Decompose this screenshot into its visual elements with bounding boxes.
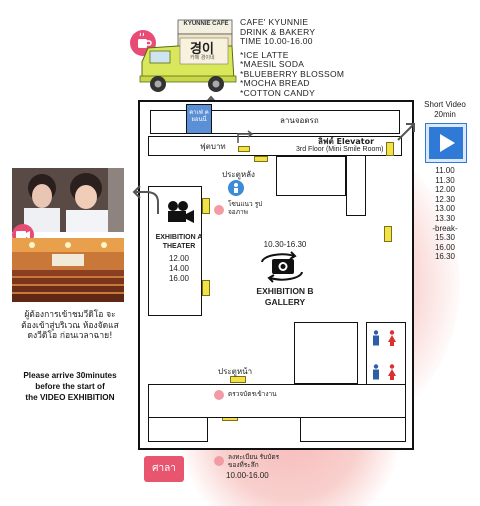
video-time: 13.00 bbox=[434, 204, 456, 214]
walkway-label: ฟุตบาท bbox=[200, 142, 226, 151]
door-marker bbox=[202, 198, 210, 214]
video-note-thai: ผู้ต้องการเข้าชมวีดิโอ จะต้องเข้าสู่บริเ… bbox=[21, 310, 119, 341]
video-time: 12.00 bbox=[434, 185, 456, 195]
bottom-room-left bbox=[148, 418, 208, 442]
door-marker bbox=[202, 280, 210, 296]
video-time: 11.00 bbox=[435, 166, 455, 175]
parking-label: ลานจอดรถ bbox=[280, 116, 319, 125]
video-note-english: Please arrive 30minutes before the start… bbox=[10, 370, 130, 403]
theater-arrow-icon bbox=[132, 185, 159, 214]
door-marker bbox=[238, 146, 250, 152]
cafe-room: คาเฟ่ คยอนนี่ bbox=[186, 104, 212, 134]
merch-time: 10.00-16.00 bbox=[226, 471, 269, 480]
video-note-line-3: the VIDEO EXHIBITION bbox=[25, 393, 115, 402]
video-time: 11.30 bbox=[435, 175, 455, 185]
video-duration: 20min bbox=[434, 110, 456, 119]
cafe-menu-item: *ICE LATTE bbox=[240, 49, 289, 60]
video-note-line-2: before the start of bbox=[35, 382, 105, 391]
video-time: 16.00 bbox=[434, 242, 456, 252]
video-arrow-icon bbox=[397, 123, 415, 141]
photo-spot-icon bbox=[228, 180, 244, 196]
theater-room-photo bbox=[12, 238, 124, 302]
video-title: Short Video bbox=[424, 100, 466, 109]
toilet-male-icon bbox=[370, 364, 382, 385]
food-truck-illustration: KYUNNIE CAFE 경이 카페 경이네 bbox=[138, 18, 238, 96]
ticket-check-dot bbox=[214, 390, 224, 400]
toilet-male-icon bbox=[370, 330, 382, 351]
toilet-female-icon bbox=[386, 330, 398, 351]
back-door-label: ประตูหลัง bbox=[222, 170, 255, 179]
cafe-menu-item: *MOCHA BREAD bbox=[240, 78, 310, 88]
video-time: -break- bbox=[432, 223, 458, 233]
walkway bbox=[148, 136, 402, 156]
door-marker bbox=[384, 226, 392, 242]
video-time: 13.30 bbox=[434, 213, 456, 223]
photo-spot-dot bbox=[214, 205, 224, 215]
room-upper-right bbox=[276, 156, 346, 196]
truck-sign: KYUNNIE CAFE bbox=[183, 21, 229, 27]
gallery-name: EXHIBITION B bbox=[256, 286, 314, 296]
elevator-sub: 3rd Floor (Mini Smile Room) bbox=[296, 146, 384, 153]
toilet-female-icon bbox=[386, 364, 398, 385]
cafe-room-label: คาเฟ่ คยอนนี่ bbox=[189, 109, 209, 123]
theater-sub: THEATER bbox=[162, 243, 196, 250]
pavilion: ศาลา bbox=[144, 456, 184, 482]
cafe-time: TIME 10.00-16.00 bbox=[240, 36, 313, 46]
ticket-check-label: ตรวจบัตรเข้างาน bbox=[228, 390, 277, 398]
gallery-sub: GALLERY bbox=[264, 297, 306, 307]
pavilion-label: ศาลา bbox=[152, 463, 176, 474]
video-note-line-1: Please arrive 30minutes bbox=[23, 371, 117, 380]
merch-label: ลงทะเบียน รับบัตร ของที่ระลึก bbox=[228, 453, 280, 469]
video-still-photo bbox=[12, 168, 124, 232]
restroom bbox=[366, 322, 406, 388]
door-marker bbox=[386, 142, 394, 156]
video-time: 16.30 bbox=[434, 252, 456, 262]
video-time: 12.30 bbox=[434, 194, 456, 204]
front-door-label: ประตูหน้า bbox=[218, 367, 253, 376]
cafe-info: CAFE' KYUNNIE DRINK & BAKERY TIME 10.00-… bbox=[240, 17, 380, 98]
door-marker bbox=[230, 376, 246, 383]
cafe-line2: DRINK & BAKERY bbox=[240, 26, 316, 37]
cafe-menu-item: *COTTON CANDY bbox=[240, 87, 316, 98]
corridor-bottom bbox=[148, 384, 406, 418]
room-right-column bbox=[346, 156, 366, 216]
theater-time: 12.00 bbox=[168, 254, 190, 263]
theater-time: 16.00 bbox=[168, 274, 190, 283]
room-center bbox=[294, 322, 358, 384]
door-marker bbox=[254, 156, 268, 162]
video-schedule: 11.00 11.30 12.00 12.30 13.00 13.30 -bre… bbox=[412, 166, 478, 262]
truck-sub-text: 카페 경이네 bbox=[190, 55, 215, 61]
camera-icon bbox=[258, 250, 306, 289]
film-camera-icon bbox=[166, 200, 196, 231]
theater-name: EXHIBITION A bbox=[155, 234, 203, 241]
merch-dot bbox=[214, 456, 224, 466]
gallery-time: 10.30-16.30 bbox=[263, 240, 307, 249]
walkway-arrow-icon bbox=[237, 130, 254, 143]
video-time: 15.30 bbox=[434, 233, 456, 243]
elevator-label: ลิฟต์ Elevator bbox=[318, 137, 375, 146]
cafe-menu-item: *BLUEBERRY BLOSSOM bbox=[240, 68, 345, 79]
cafe-menu-item: *MAESIL SODA bbox=[240, 59, 305, 69]
theater-time: 14.00 bbox=[168, 264, 190, 273]
bottom-room-right bbox=[300, 418, 406, 442]
play-icon[interactable] bbox=[426, 124, 466, 162]
cafe-name: CAFE' KYUNNIE bbox=[240, 17, 309, 27]
truck-korean-text: 경이 bbox=[190, 42, 214, 57]
photo-spot-label: โซนแนว รูปจอภาพ bbox=[228, 200, 263, 216]
